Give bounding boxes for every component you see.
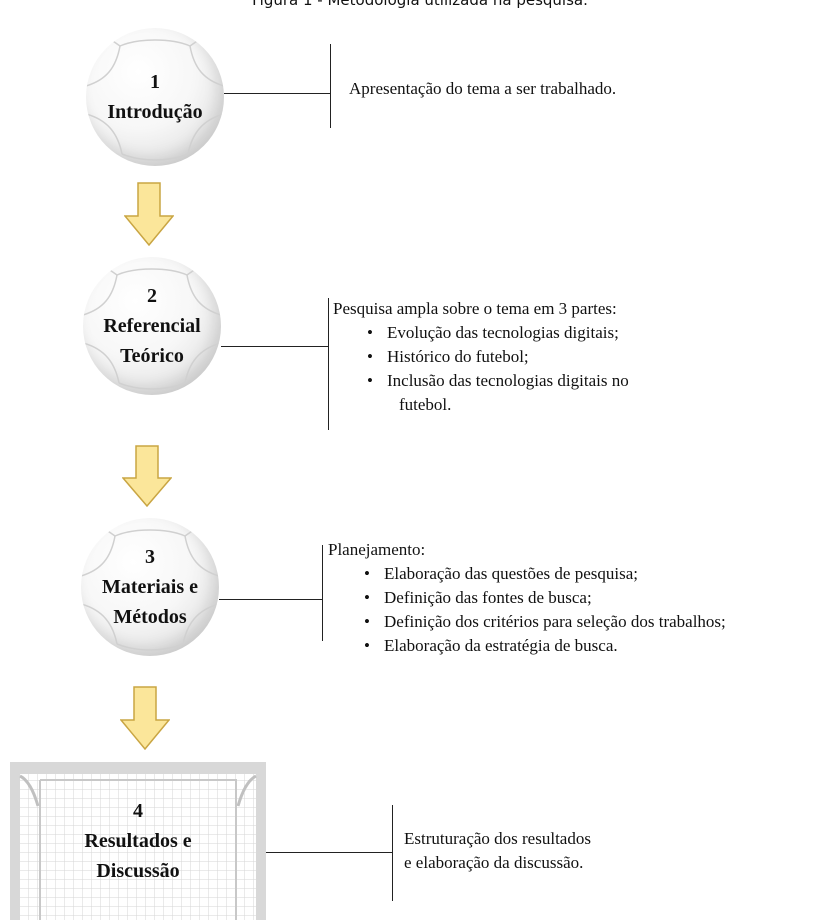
step-1-name-line-1: Introdução xyxy=(107,101,203,123)
step-4-number: 4 xyxy=(133,800,143,822)
step-2-description: Pesquisa ampla sobre o tema em 3 partes:… xyxy=(333,297,629,417)
step-4-description-line-1: Estruturação dos resultados xyxy=(404,829,591,848)
step-4-bracket xyxy=(392,805,393,901)
step-3-connector xyxy=(219,599,322,600)
down-arrow-icon xyxy=(124,182,174,246)
step-2-bullet-1: Evolução das tecnologias digitais; xyxy=(365,321,629,345)
step-3-bullet-1: Elaboração das questões de pesquisa; xyxy=(362,562,726,586)
goal-net-icon xyxy=(10,762,266,920)
soccer-ball-panels-icon xyxy=(86,31,224,161)
step-2-description-intro: Pesquisa ampla sobre o tema em 3 partes: xyxy=(333,299,617,318)
step-2-name-line-1: Referencial xyxy=(103,315,201,337)
step-2-name-line-2: Teórico xyxy=(120,345,184,367)
step-2-bullet-3: Inclusão das tecnologias digitais no xyxy=(365,369,629,393)
step-1-description: Apresentação do tema a ser trabalhado. xyxy=(349,77,616,101)
step-4-description-line-2: e elaboração da discussão. xyxy=(404,853,584,872)
step-3-bullet-4: Elaboração da estratégia de busca. xyxy=(362,634,726,658)
step-2-number: 2 xyxy=(147,285,157,307)
step-1-soccer-ball: 1 Introdução xyxy=(86,28,224,166)
step-3-name-line-1: Materiais e xyxy=(101,576,199,598)
step-1-number: 1 xyxy=(150,71,160,93)
step-2-connector xyxy=(221,346,328,347)
step-3-label: 3 Materiais e Métodos xyxy=(81,542,219,632)
step-1-bracket xyxy=(330,44,331,128)
figure-title: Figura 1 - Metodologia utilizada na pesq… xyxy=(252,0,588,9)
down-arrow-icon xyxy=(120,686,170,750)
step-4-label: 4 Resultados e Discussão xyxy=(10,796,266,886)
step-2-bullet-list: Evolução das tecnologias digitais; Histó… xyxy=(365,321,629,393)
step-1-description-text: Apresentação do tema a ser trabalhado. xyxy=(349,79,617,98)
step-3-number: 3 xyxy=(145,546,155,568)
step-4-name-line-1: Resultados e xyxy=(84,830,192,852)
step-2-soccer-ball: 2 Referencial Teórico xyxy=(83,257,221,395)
step-3-bracket xyxy=(322,545,323,641)
step-4-name-line-2: Discussão xyxy=(96,860,180,882)
step-3-soccer-ball: 3 Materiais e Métodos xyxy=(81,518,219,656)
step-1-connector xyxy=(224,93,330,94)
step-2-bullet-2: Histórico do futebol; xyxy=(365,345,629,369)
soccer-ball-panels-icon xyxy=(81,521,219,651)
step-3-name-line-2: Métodos xyxy=(113,606,187,628)
step-3-bullet-2: Definição das fontes de busca; xyxy=(362,586,726,610)
soccer-ball-panels-icon xyxy=(83,260,221,390)
step-3-bullet-3: Definição dos critérios para seleção dos… xyxy=(362,610,726,634)
step-4-description: Estruturação dos resultados e elaboração… xyxy=(404,827,591,875)
step-2-bracket xyxy=(328,298,329,430)
step-2-label: 2 Referencial Teórico xyxy=(83,281,221,371)
step-4-soccer-goal: 4 Resultados e Discussão xyxy=(10,762,266,920)
down-arrow-icon xyxy=(122,445,172,507)
step-1-label: 1 Introdução xyxy=(86,67,224,127)
step-2-bullet-continuation: futebol. xyxy=(399,395,452,414)
step-4-connector xyxy=(266,852,392,853)
step-3-description-intro: Planejamento: xyxy=(328,540,426,559)
step-3-bullet-list: Elaboração das questões de pesquisa; Def… xyxy=(362,562,726,658)
step-3-description: Planejamento: Elaboração das questões de… xyxy=(328,538,726,658)
